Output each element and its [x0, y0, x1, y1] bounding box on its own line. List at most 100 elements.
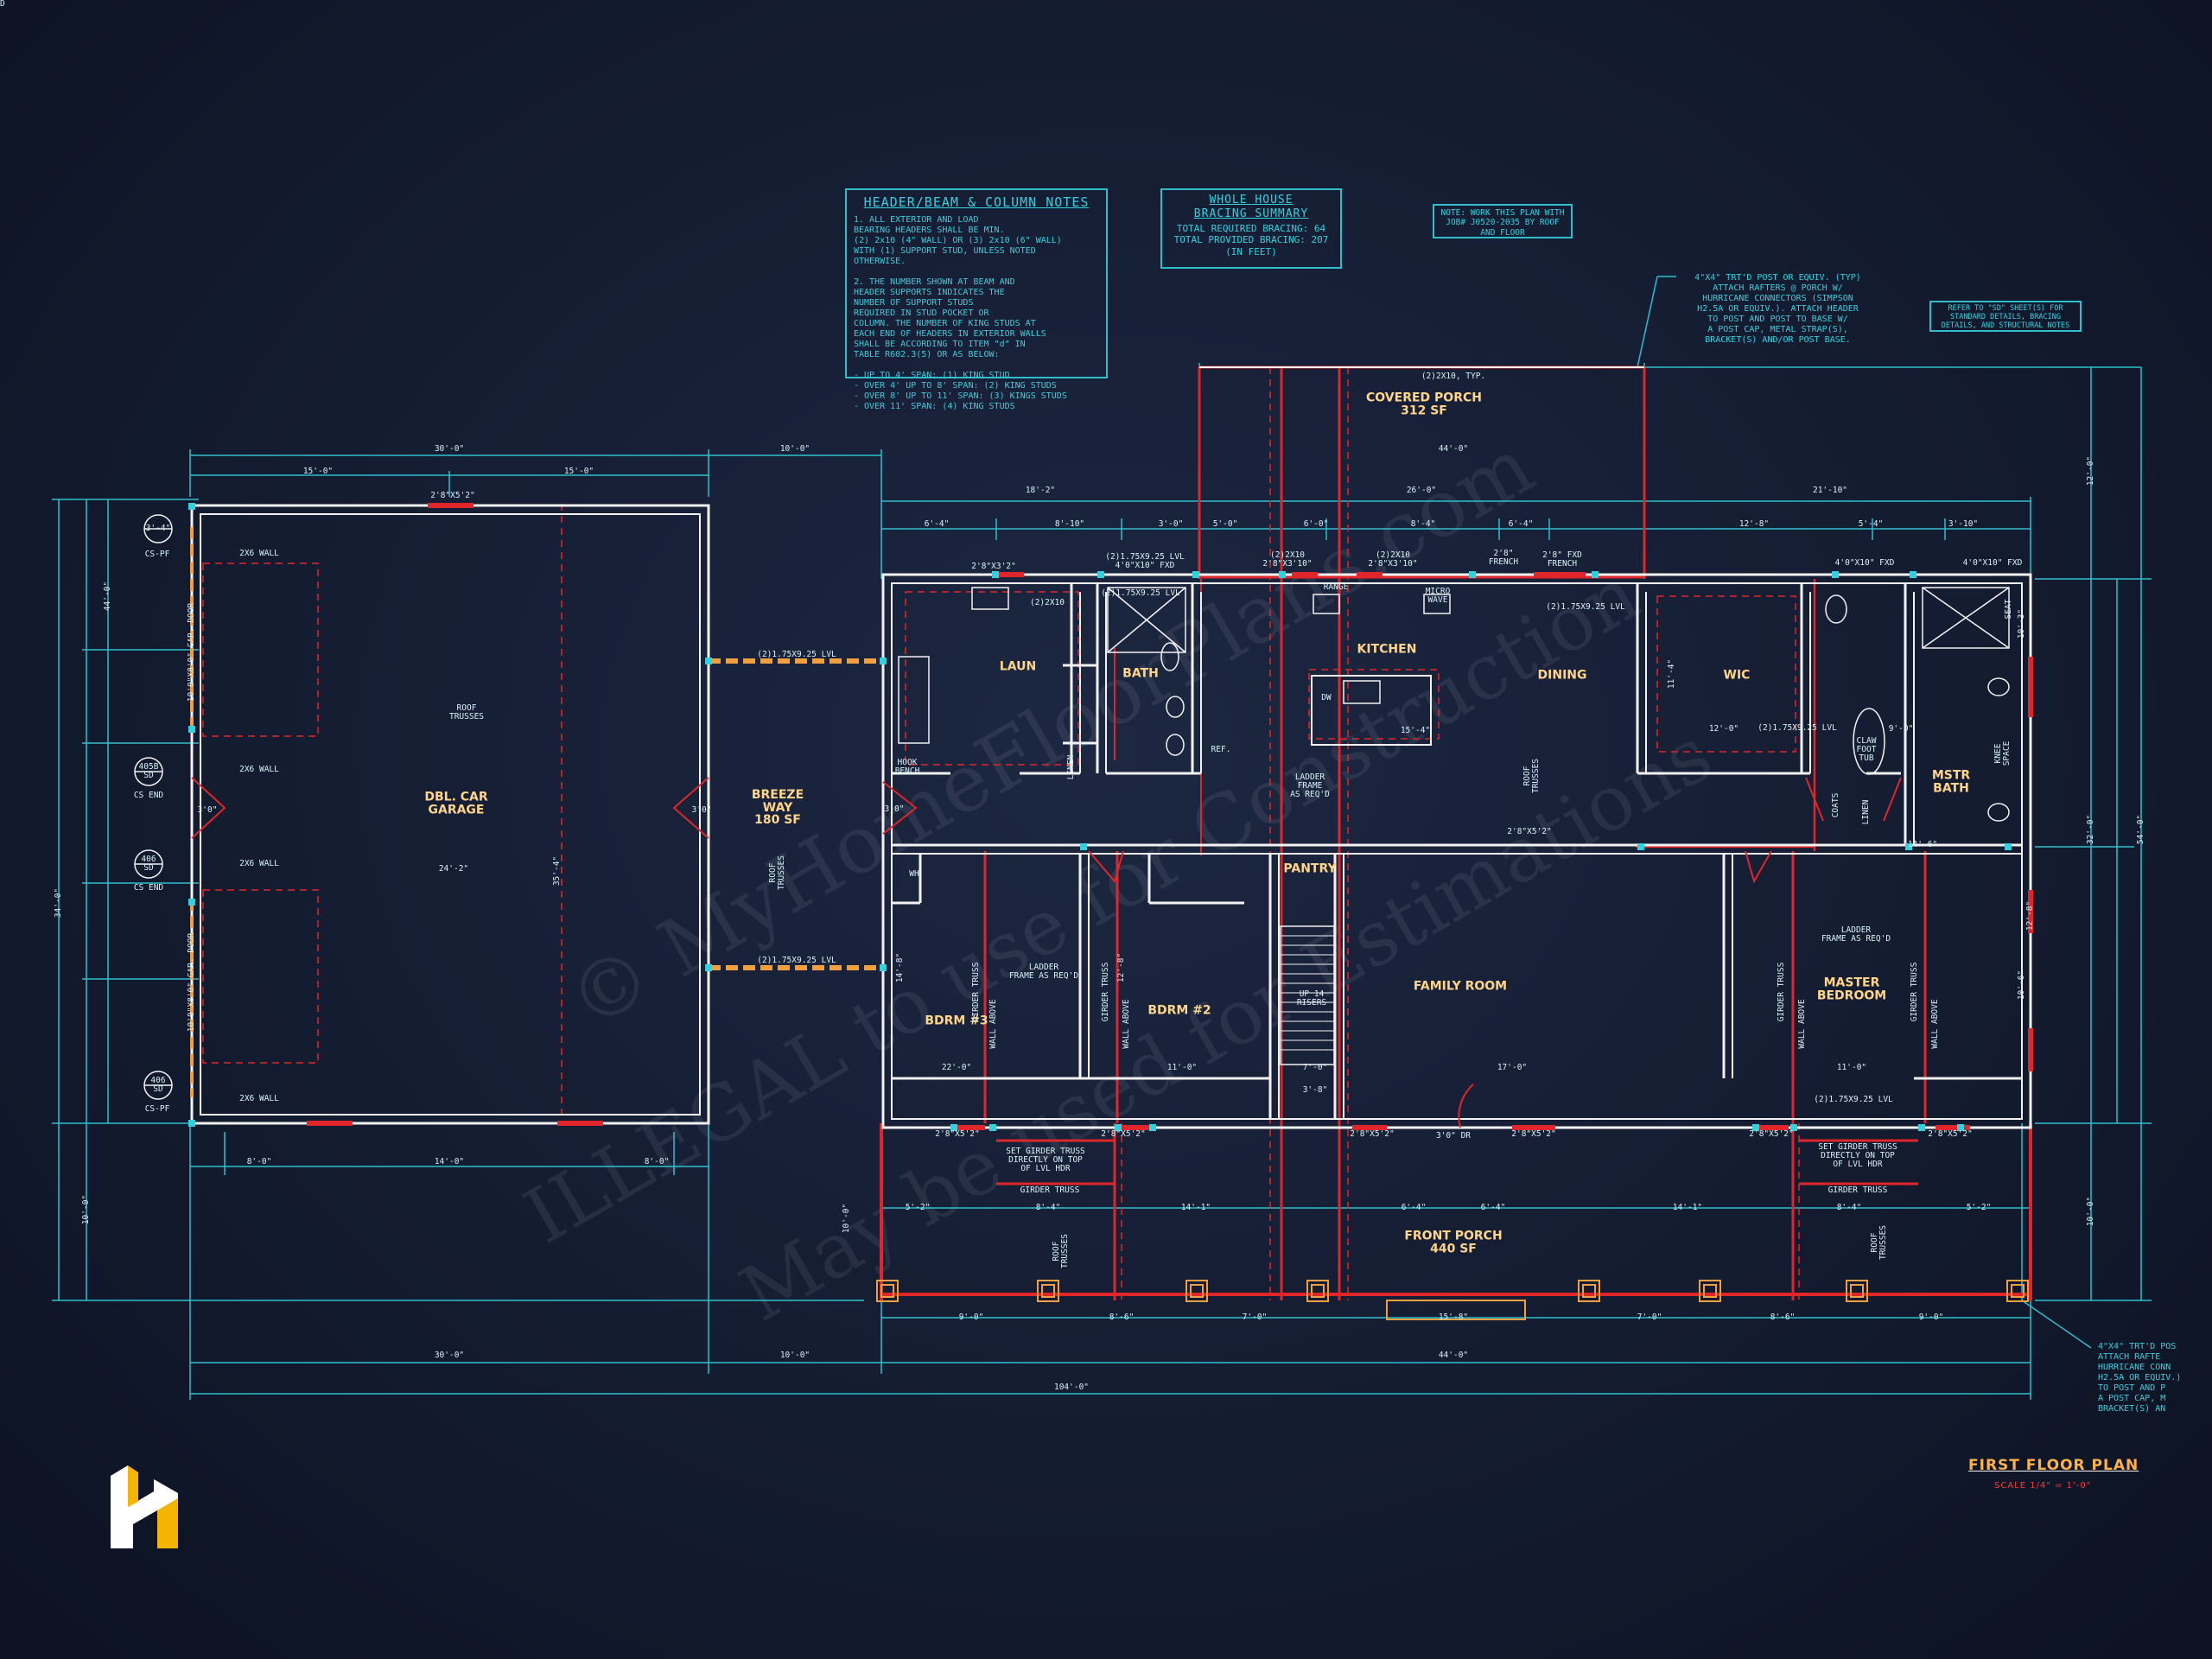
- plan-annotation: LINEN: [1066, 754, 1077, 780]
- bracing-summary: WHOLE HOUSE BRACING SUMMARY TOTAL REQUIR…: [1160, 188, 1342, 269]
- plan-annotation: 7'-0": [1242, 1313, 1268, 1323]
- plan-annotation: 5'-2": [905, 1203, 931, 1213]
- plan-annotation: 10'-0": [842, 1203, 852, 1234]
- plan-annotation: 405B SD: [138, 762, 159, 780]
- plan-annotation: 8'-6": [1770, 1313, 1796, 1323]
- plan-annotation: ROOF TRUSSES: [1052, 1233, 1070, 1269]
- room-label: PANTRY: [1283, 861, 1337, 876]
- plan-annotation: WALL ABOVE: [988, 999, 999, 1049]
- plan-annotation: 3'-8": [1302, 1085, 1328, 1096]
- plan-annotation: ROOF TRUSSES: [1870, 1224, 1888, 1261]
- room-label: FRONT PORCH 440 SF: [1404, 1229, 1503, 1255]
- room-label: BDRM #2: [1147, 1003, 1211, 1018]
- plan-annotation: ROOF TRUSSES: [448, 703, 485, 721]
- plan-annotation: 34'-0": [54, 887, 64, 918]
- plan-annotation: CS END: [133, 883, 164, 893]
- plan-annotation: 3'0" DR: [1435, 1131, 1471, 1141]
- plan-annotation: 10'-0": [2086, 1196, 2096, 1227]
- plan-annotation: HOOK BENCH: [894, 758, 920, 776]
- room-label: BATH: [1122, 666, 1159, 681]
- plan-annotation: 12'-8": [2025, 900, 2036, 931]
- plan-annotation: 12'-0": [1708, 724, 1739, 734]
- plan-annotation: ROOF TRUSSES: [768, 855, 786, 891]
- plan-annotation: 8'-4": [1836, 1203, 1862, 1213]
- plan-annotation: 15'-8": [1438, 1313, 1469, 1323]
- plan-annotation: WALL ABOVE: [1122, 999, 1132, 1049]
- plan-annotation: 14'-0": [434, 1157, 465, 1167]
- plan-annotation: 3'-10": [1948, 519, 1979, 530]
- porch-posts: [876, 1280, 2029, 1320]
- plan-annotation: 30'-0": [434, 444, 465, 454]
- plan-annotation: (2)1.75X9.25 LVL: [757, 650, 836, 660]
- plan-annotation: 24'-2": [438, 864, 469, 874]
- plan-annotation: 15'-0": [563, 467, 594, 477]
- plan-annotation: LADDER FRAME AS REQ'D: [1821, 925, 1891, 944]
- plan-annotation: 4'0"X10" FXD: [1834, 558, 1895, 569]
- plan-annotation: 3'-0": [1158, 519, 1184, 530]
- plan-annotation: 12'-8": [1116, 952, 1127, 983]
- header-beam-notes-body: 1. ALL EXTERIOR AND LOAD BEARING HEADERS…: [854, 215, 1067, 411]
- plan-annotation: 6'-4": [924, 519, 950, 530]
- door-swings: [191, 777, 1902, 1128]
- bracing-summary-body: TOTAL REQUIRED BRACING: 64 TOTAL PROVIDE…: [1173, 223, 1329, 257]
- plan-annotation: LADDER FRAME AS REQ'D: [1008, 963, 1079, 981]
- plan-annotation: 3'0": [691, 805, 712, 816]
- plan-annotation: REF.: [1211, 745, 1231, 755]
- plan-annotation: 2'8" FRENCH: [1488, 549, 1519, 567]
- plan-annotation: 10'-6": [2017, 969, 2027, 1001]
- plan-annotation: 9'-0": [958, 1313, 984, 1323]
- plan-annotation: GIRDER TRUSS: [1101, 962, 1111, 1022]
- plan-annotation: 6'-4": [1401, 1203, 1427, 1213]
- plan-annotation: GIRDER TRUSS: [1910, 962, 1920, 1022]
- plan-annotation: 9'-0": [1918, 1313, 1944, 1323]
- header-beam-notes-title: HEADER/BEAM & COLUMN NOTES: [863, 194, 1090, 210]
- plan-annotation: 30'-0": [434, 1351, 465, 1361]
- plan-annotation: 10'-0": [779, 444, 810, 454]
- room-label: WIC: [1723, 668, 1751, 683]
- plan-scale: SCALE 1/4" = 1'-0": [1994, 1481, 2092, 1491]
- plan-annotation: 17'-0": [1497, 1063, 1528, 1073]
- plan-annotation: CLAW FOOT TUB: [1856, 736, 1877, 763]
- plan-annotation: GIRDER TRUSS: [971, 962, 982, 1022]
- structural-red-lines: [202, 365, 2032, 1300]
- plan-annotation: LADDER FRAME AS REQ'D: [1290, 772, 1330, 799]
- room-label: BDRM #3: [925, 1014, 988, 1028]
- plan-annotation: 10'-0": [779, 1351, 810, 1361]
- plan-annotation: GIRDER TRUSS: [1827, 1185, 1888, 1196]
- stair-treads: [1281, 935, 1334, 1051]
- plan-annotation: SET GIRDER TRUSS DIRECTLY ON TOP OF LVL …: [1818, 1142, 1897, 1169]
- plan-annotation: 44'-0": [1438, 444, 1469, 454]
- plumbing-fixtures: [898, 587, 2010, 822]
- plan-annotation: GIRDER TRUSS: [1020, 1185, 1080, 1196]
- plan-annotation: 2X6 WALL: [239, 549, 279, 559]
- plan-annotation: 2'8"X5'2": [1511, 1129, 1556, 1140]
- plan-annotation: 22'-0": [941, 1063, 972, 1073]
- plan-annotation: 8'-10": [1054, 519, 1085, 530]
- header-beam-notes: HEADER/BEAM & COLUMN NOTES 1. ALL EXTERI…: [845, 188, 1108, 411]
- plan-annotation: 2'8"X3'2": [971, 562, 1016, 572]
- post-note: 4"X4" TRT'D POST OR EQUIV. (TYP) ATTACH …: [1694, 273, 1861, 345]
- plan-annotation: 2X6 WALL: [239, 765, 279, 775]
- room-label: FAMILY ROOM: [1413, 979, 1508, 994]
- plan-annotation: 2X6 WALL: [239, 859, 279, 869]
- plan-annotation: 2'8"X5'2": [1507, 827, 1552, 837]
- plan-annotation: (2)1.75X9.25 LVL: [757, 956, 836, 966]
- bracing-summary-title: WHOLE HOUSE BRACING SUMMARY: [1193, 194, 1309, 220]
- plan-annotation: (2)2X10, TYP.: [1421, 372, 1486, 382]
- plan-annotation: 7'-0": [1637, 1313, 1662, 1323]
- plan-annotation: 8'-6": [1109, 1313, 1135, 1323]
- plan-annotation: 2'8"X5'2": [1749, 1129, 1794, 1140]
- plan-annotation: SET GIRDER TRUSS DIRECTLY ON TOP OF LVL …: [1006, 1147, 1085, 1173]
- dimension-lines: [52, 276, 2152, 1400]
- plan-annotation: 26'-0": [1406, 486, 1437, 496]
- plan-annotation: WALL ABOVE: [1797, 999, 1808, 1049]
- plan-annotation: WH: [909, 869, 919, 880]
- room-label: LAUN: [999, 659, 1037, 674]
- plan-annotation: (2)2X10 2'8"X3'10": [1368, 550, 1418, 569]
- plan-annotation: KNEE SPACE: [1993, 741, 2012, 766]
- plan-annotation: 5'-4": [1858, 519, 1884, 530]
- plan-annotation: 8'-4": [1035, 1203, 1061, 1213]
- plan-annotation: 14'-8": [895, 952, 906, 983]
- detail-callout-circles: [134, 514, 173, 1100]
